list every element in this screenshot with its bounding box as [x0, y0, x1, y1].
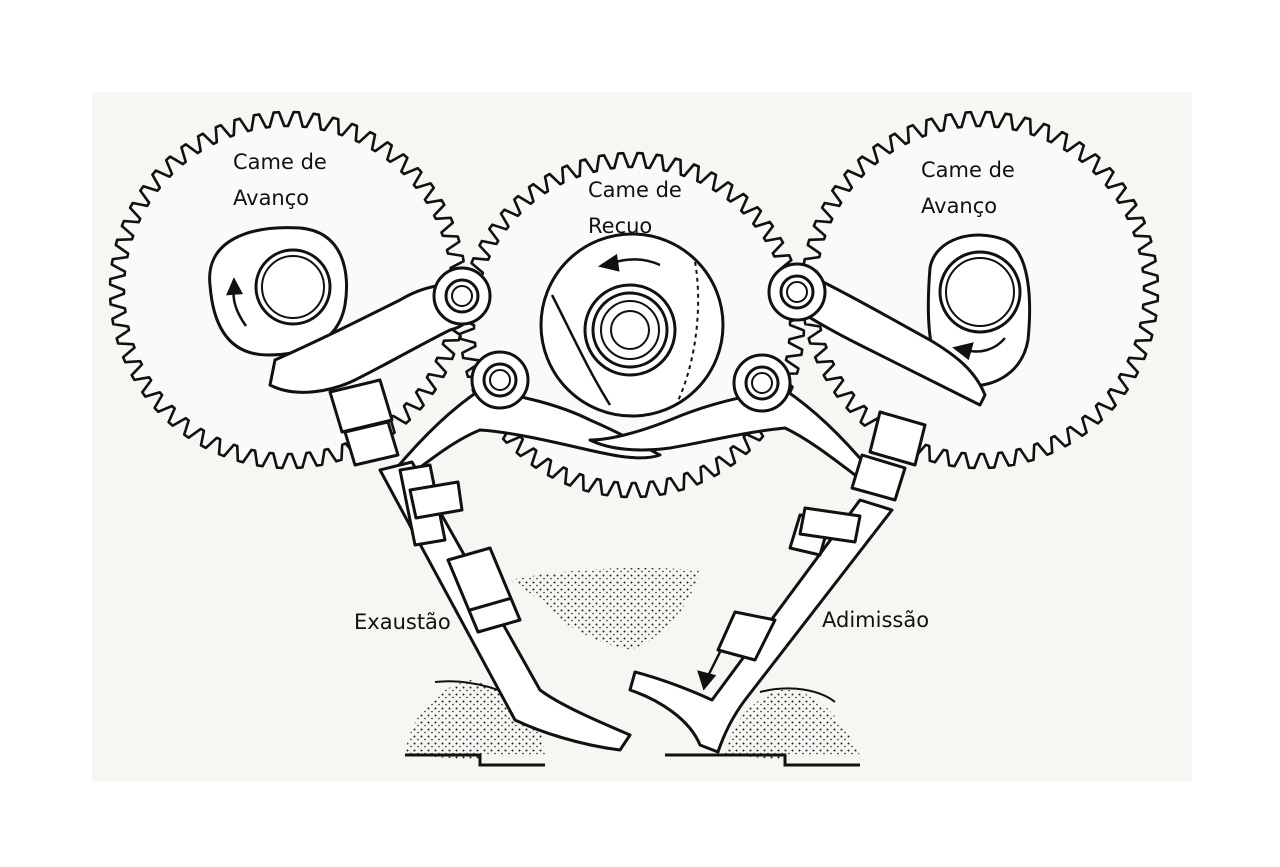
center-cam-label-line1: Came de: [588, 178, 682, 202]
right-lower-rocker-arm: [588, 353, 872, 477]
combustion-chamber: [510, 568, 700, 650]
center-retard-cam: [539, 232, 725, 418]
left-cam-rotation-arrow: [226, 277, 248, 327]
intake-label: Adimissão: [822, 608, 930, 632]
left-cam-label-line1: Came de: [233, 150, 327, 174]
right-advance-cam: [926, 233, 1032, 388]
intake-port-block: [665, 687, 860, 767]
left-lower-rocker-arm: [393, 350, 662, 477]
left-cam-label-line2: Avanço: [233, 186, 310, 210]
center-cam-rotation-arrow: [597, 253, 661, 272]
center-retard-cam-label: Came de Recuo: [588, 172, 682, 244]
right-cam-label-line2: Avanço: [921, 194, 998, 218]
center-cam-label-line2: Recuo: [588, 214, 653, 238]
exhaust-label: Exaustão: [354, 610, 451, 634]
exhaust-valve: [328, 378, 632, 752]
right-advance-cam-label: Came de Avanço: [921, 152, 1015, 224]
right-upper-rocker-arm: [767, 262, 987, 407]
intake-flow-arrow: [697, 651, 722, 691]
right-cam-rotation-arrow: [952, 337, 1006, 361]
intake-valve: [628, 410, 927, 754]
left-upper-rocker-arm: [268, 266, 492, 394]
left-advance-cam-label: Came de Avanço: [233, 144, 327, 216]
right-cam-label-line1: Came de: [921, 158, 1015, 182]
